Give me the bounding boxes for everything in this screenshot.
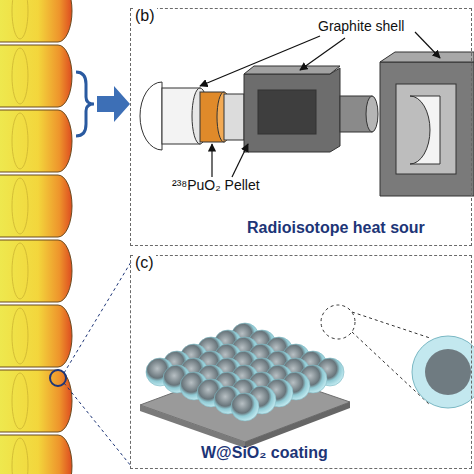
part-label: Graphite shell bbox=[318, 18, 404, 34]
cylinder-highlights bbox=[12, 0, 28, 474]
panel-title: Radioisotope heat sour bbox=[247, 219, 425, 237]
leader-arrows bbox=[200, 32, 440, 177]
coated-sphere bbox=[231, 393, 259, 421]
capsule-illustration bbox=[140, 52, 474, 196]
dashed-panel: (b) Radioisotope heat sour bbox=[130, 8, 472, 246]
dashed-panel: (c) W@SiO₂ coating bbox=[130, 255, 472, 469]
zoom-line bbox=[352, 312, 430, 338]
core-shell-particle bbox=[412, 336, 474, 408]
zoom-marker bbox=[321, 305, 355, 339]
panel-title: W@SiO₂ coating bbox=[201, 444, 328, 462]
zoom-line bbox=[64, 383, 131, 466]
heat-column bbox=[0, 0, 72, 474]
zoom-line bbox=[64, 262, 131, 373]
substrate-plate bbox=[140, 366, 350, 442]
zoom-marker bbox=[50, 370, 66, 386]
tungsten-core bbox=[425, 349, 471, 395]
block-arrow bbox=[97, 86, 130, 122]
panel-label: (c) bbox=[133, 254, 156, 272]
panel-label: (b) bbox=[133, 7, 157, 25]
part-label: ²³⁸PuO₂ Pellet bbox=[172, 177, 260, 193]
sphere-array bbox=[146, 323, 344, 421]
brace bbox=[76, 72, 94, 136]
